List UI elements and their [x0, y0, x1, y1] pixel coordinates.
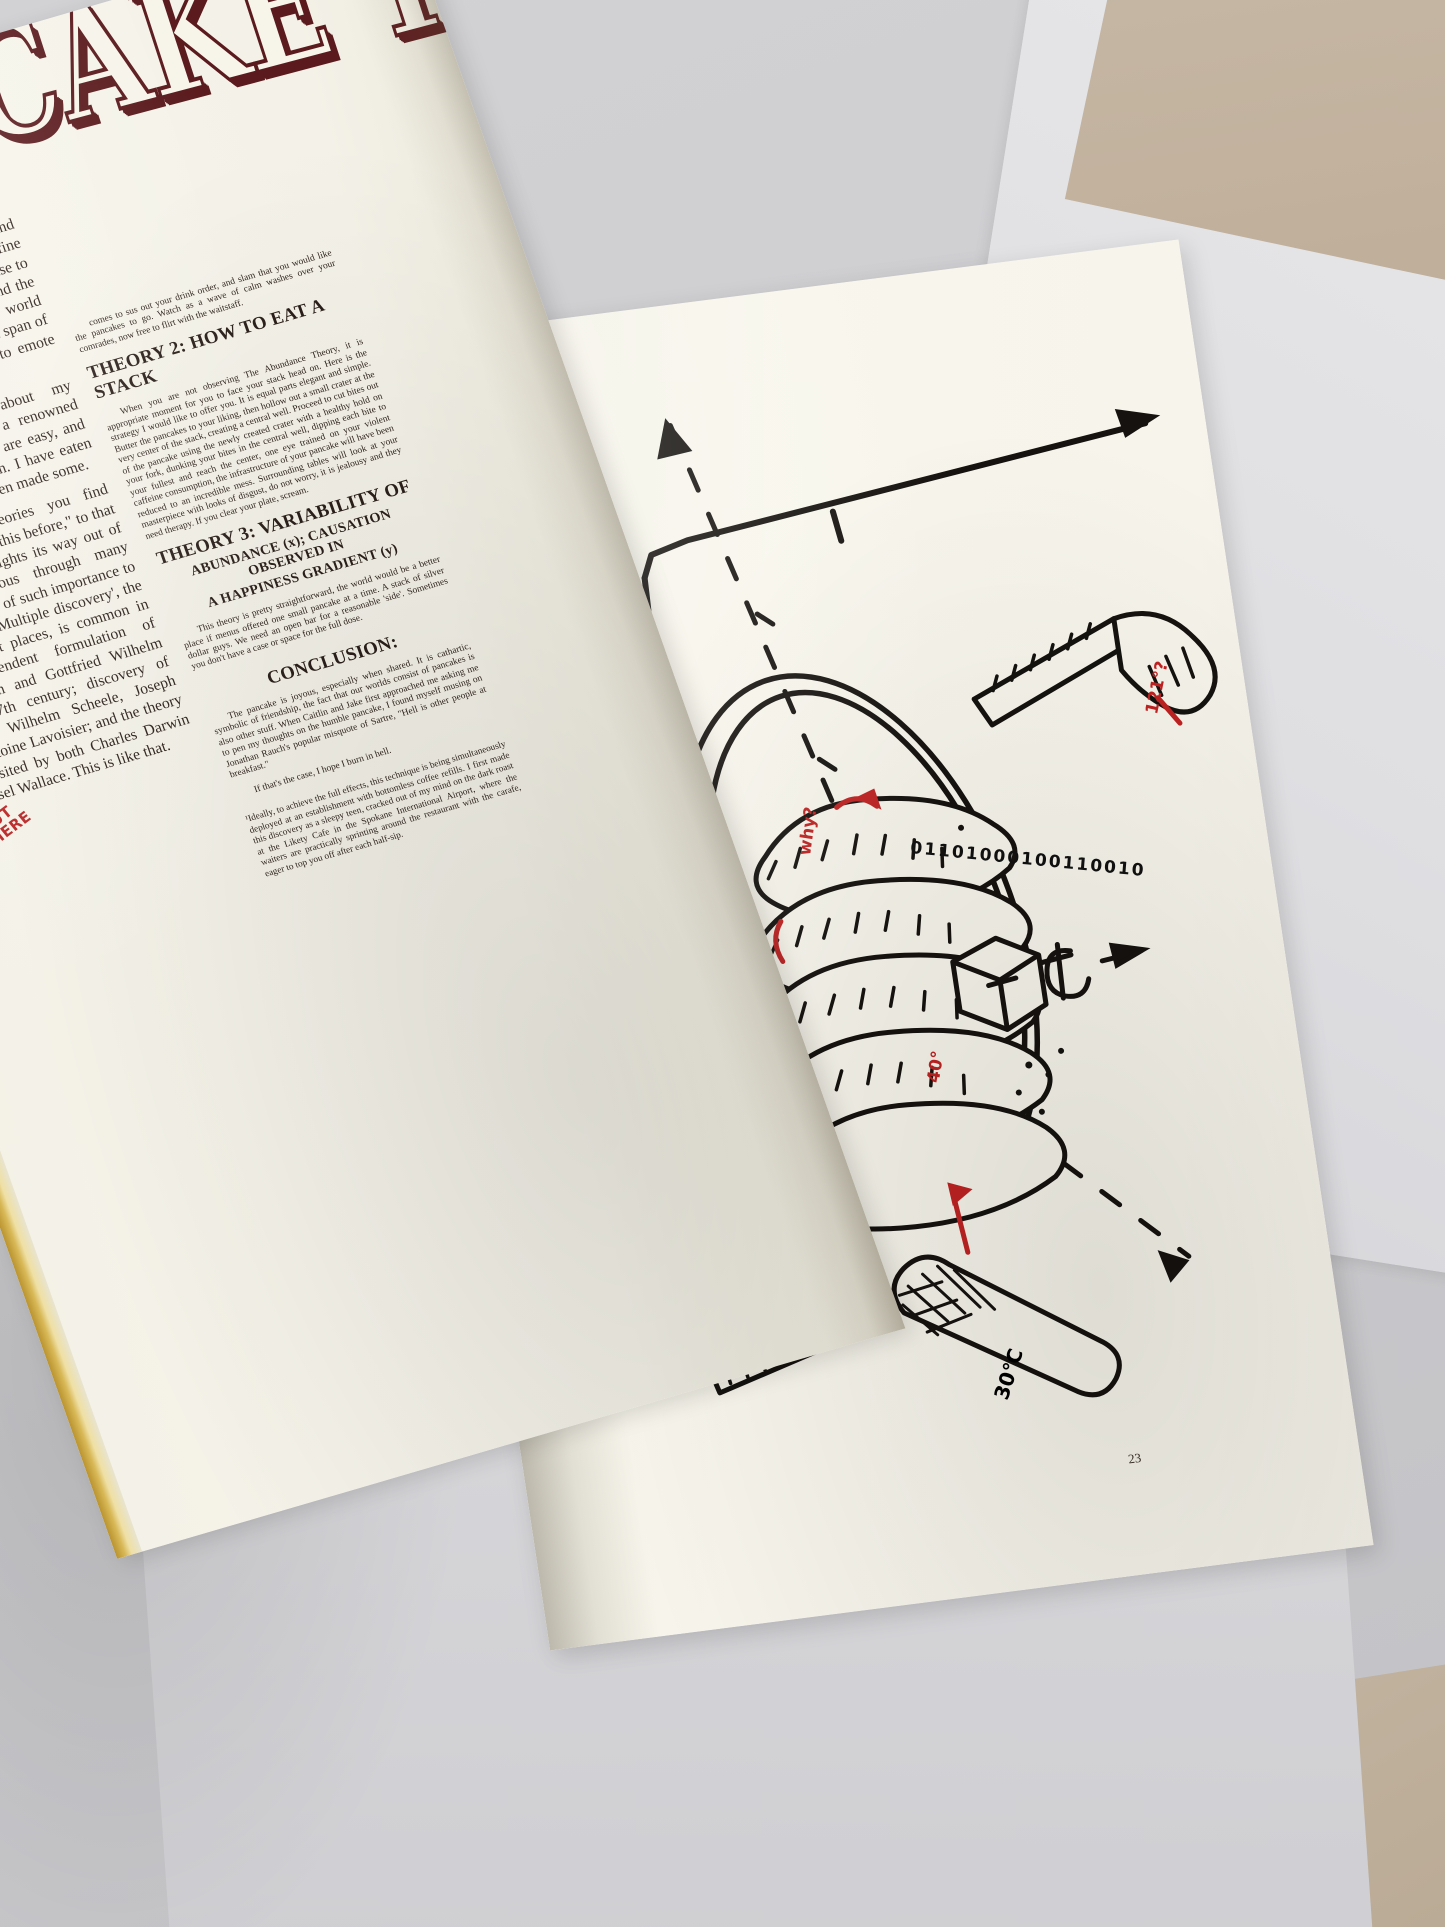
right-page: 10011 01101000100110010 why? soft? 40° 1…: [355, 239, 1374, 1651]
left-column-b: comes to sus out your drink order, and s…: [70, 248, 529, 888]
pancake-diagram: [512, 408, 1218, 1398]
page-number: 23: [1127, 1449, 1143, 1467]
